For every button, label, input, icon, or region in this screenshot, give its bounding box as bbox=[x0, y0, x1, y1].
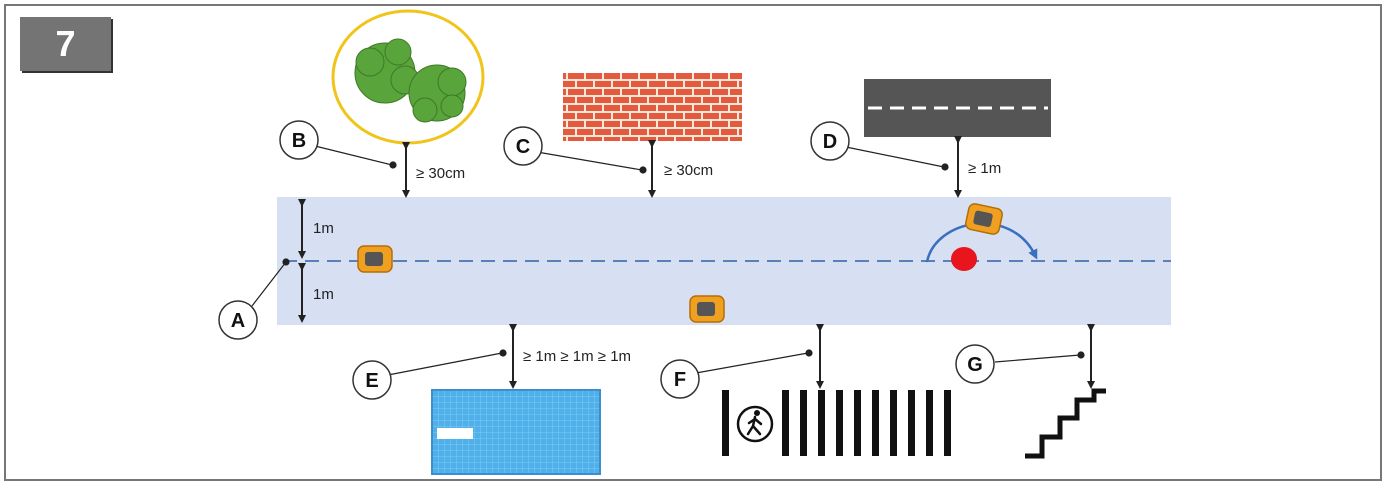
wall-clearance-label: ≥ 30cm bbox=[664, 162, 713, 179]
svg-text:E: E bbox=[365, 370, 378, 392]
step-badge: 7 bbox=[20, 17, 111, 71]
road-clearance-label: ≥ 1m bbox=[968, 160, 1001, 177]
pedestrian-icon bbox=[736, 405, 774, 443]
svg-text:D: D bbox=[823, 131, 837, 153]
svg-text:G: G bbox=[967, 354, 983, 376]
marker-b: B bbox=[279, 120, 319, 160]
tree-clearance-label: ≥ 30cm bbox=[416, 165, 465, 182]
road-icon bbox=[864, 79, 1051, 137]
pool-icon bbox=[431, 389, 601, 475]
svg-text:C: C bbox=[516, 136, 530, 158]
crosswalk-icon bbox=[722, 390, 951, 456]
svg-text:B: B bbox=[292, 130, 306, 152]
marker-d: D bbox=[810, 121, 850, 161]
diagram-frame bbox=[4, 4, 1382, 481]
svg-text:F: F bbox=[674, 369, 686, 391]
stairs-icon bbox=[1025, 388, 1106, 459]
robot-mower-icon bbox=[965, 203, 1003, 235]
robot-mower-icon bbox=[689, 295, 725, 323]
leader-lines bbox=[251, 145, 1085, 376]
brick-wall-icon bbox=[563, 73, 742, 141]
marker-f: F bbox=[660, 359, 700, 399]
pool-clearance-label: ≥ 1m ≥ 1m ≥ 1m bbox=[523, 348, 631, 365]
tree-icon bbox=[331, 9, 485, 145]
obstacle-icon bbox=[951, 247, 977, 271]
svg-text:A: A bbox=[231, 310, 245, 332]
marker-a: A bbox=[218, 300, 258, 340]
lane-bottom-label: 1m bbox=[313, 286, 334, 303]
lane-top-label: 1m bbox=[313, 220, 334, 237]
marker-g: G bbox=[955, 344, 995, 384]
robot-mower-icon bbox=[357, 245, 393, 273]
marker-c: C bbox=[503, 126, 543, 166]
marker-e: E bbox=[352, 360, 392, 400]
